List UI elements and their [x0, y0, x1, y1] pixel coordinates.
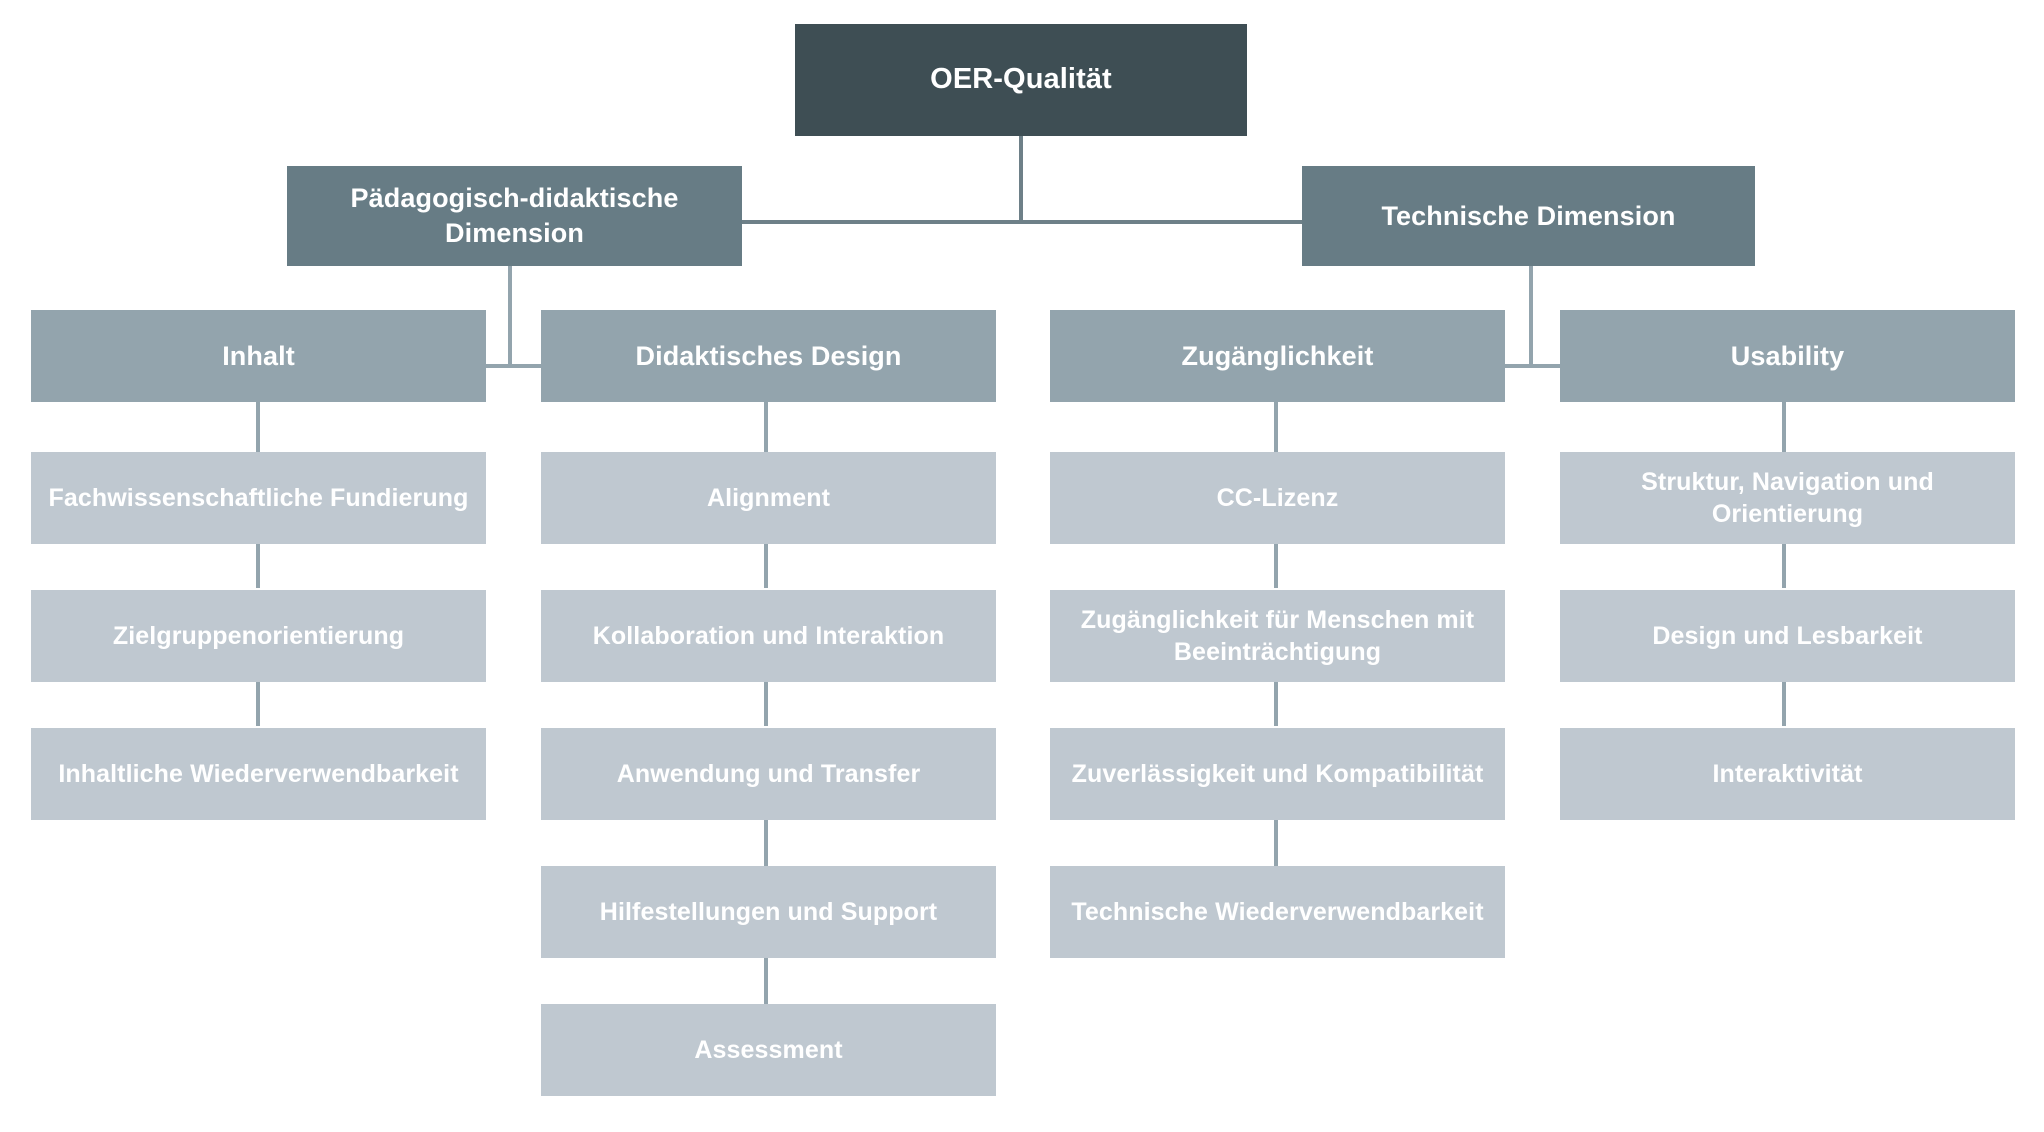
leaf-inhaltliche-wiederverwendbarkeit[interactable]: Inhaltliche Wiederverwendbarkeit [31, 728, 486, 820]
connector-col2-seg4 [764, 820, 768, 866]
leaf-zugaenglichkeit-fuer-menschen-mit-beeintraechtigung[interactable]: Zugänglichkeit für Menschen mit Beeinträ… [1050, 590, 1505, 682]
connector-col4-seg3 [1782, 680, 1786, 726]
connector-col3-seg3 [1274, 680, 1278, 726]
connector-col2-seg5 [764, 958, 768, 1004]
leaf-struktur-navigation-und-orientierung[interactable]: Struktur, Navigation und Orientierung [1560, 452, 2015, 544]
leaf-kollaboration-und-interaktion[interactable]: Kollaboration und Interaktion [541, 590, 996, 682]
connector-col3-seg4 [1274, 820, 1278, 866]
leaf-zuverlaessigkeit-und-kompatibilitaet[interactable]: Zuverlässigkeit und Kompatibilität [1050, 728, 1505, 820]
leaf-fachwissenschaftliche-fundierung[interactable]: Fachwissenschaftliche Fundierung [31, 452, 486, 544]
node-category-inhalt[interactable]: Inhalt [31, 310, 486, 402]
node-dimension-technisch[interactable]: Technische Dimension [1302, 166, 1755, 266]
leaf-design-und-lesbarkeit[interactable]: Design und Lesbarkeit [1560, 590, 2015, 682]
connector-col2-seg1 [764, 402, 768, 454]
leaf-zielgruppenorientierung[interactable]: Zielgruppenorientierung [31, 590, 486, 682]
connector-col1-seg3 [256, 680, 260, 726]
node-root-oer-qualitaet[interactable]: OER-Qualität [795, 24, 1247, 136]
connector-dimension-bar [739, 220, 1305, 224]
connector-left-category-bar [484, 364, 544, 368]
connector-right-dimension-drop [1529, 266, 1533, 368]
leaf-assessment[interactable]: Assessment [541, 1004, 996, 1096]
node-category-usability[interactable]: Usability [1560, 310, 2015, 402]
leaf-cc-lizenz[interactable]: CC-Lizenz [1050, 452, 1505, 544]
leaf-anwendung-und-transfer[interactable]: Anwendung und Transfer [541, 728, 996, 820]
connector-col4-seg1 [1782, 402, 1786, 454]
connector-root-stem [1019, 136, 1023, 222]
connector-col1-seg2 [256, 542, 260, 588]
node-category-zugaenglichkeit[interactable]: Zugänglichkeit [1050, 310, 1505, 402]
connector-col3-seg1 [1274, 402, 1278, 454]
leaf-hilfestellungen-und-support[interactable]: Hilfestellungen und Support [541, 866, 996, 958]
connector-col2-seg2 [764, 542, 768, 588]
connector-col2-seg3 [764, 680, 768, 726]
connector-col1-seg1 [256, 402, 260, 454]
connector-col3-seg2 [1274, 542, 1278, 588]
connector-col4-seg2 [1782, 542, 1786, 588]
leaf-technische-wiederverwendbarkeit[interactable]: Technische Wiederverwendbarkeit [1050, 866, 1505, 958]
connector-left-dimension-drop [508, 266, 512, 368]
node-dimension-paedagogisch-didaktisch[interactable]: Pädagogisch-didaktische Dimension [287, 166, 742, 266]
leaf-interaktivitaet[interactable]: Interaktivität [1560, 728, 2015, 820]
connector-right-category-bar [1505, 364, 1565, 368]
leaf-alignment[interactable]: Alignment [541, 452, 996, 544]
node-category-didaktisches-design[interactable]: Didaktisches Design [541, 310, 996, 402]
